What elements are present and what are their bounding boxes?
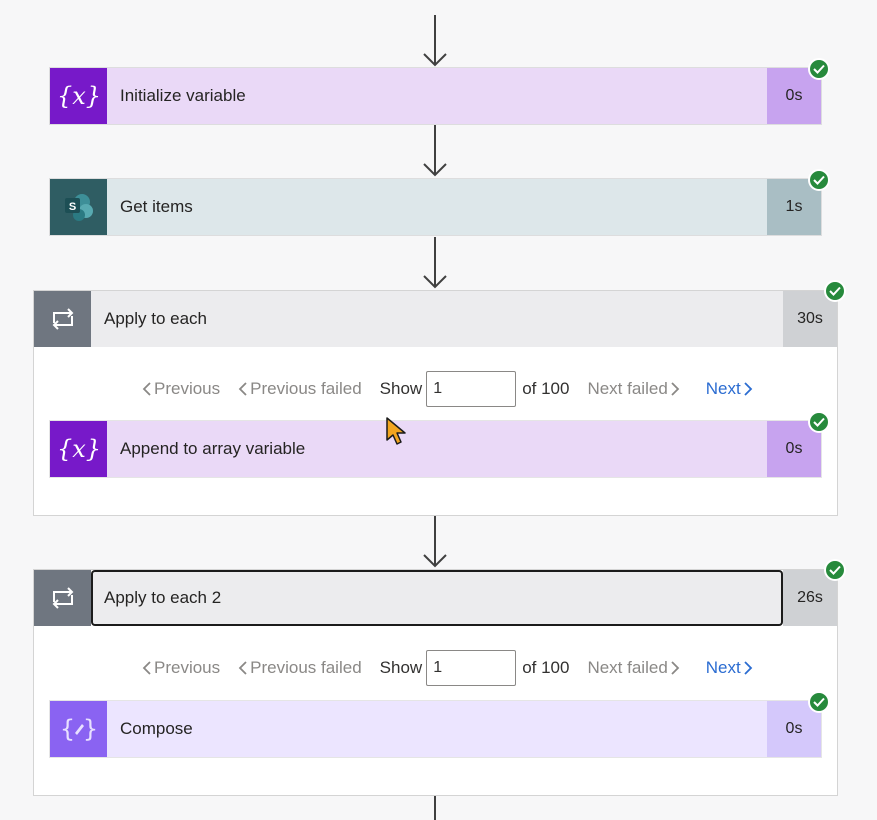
- success-check-icon: [808, 691, 830, 713]
- loop-duration: 26s: [783, 570, 837, 626]
- iteration-input[interactable]: [426, 650, 517, 686]
- loop-header[interactable]: Apply to each 30s: [34, 291, 837, 347]
- variable-icon: {𝑥}: [50, 421, 107, 477]
- chevron-right-icon: [744, 661, 753, 675]
- chevron-left-icon: [238, 382, 247, 396]
- success-check-icon: [808, 411, 830, 433]
- chevron-left-icon: [142, 661, 151, 675]
- action-get-items[interactable]: S Get items 1s: [49, 178, 822, 236]
- action-title: Get items: [107, 179, 767, 235]
- loop-icon: [34, 291, 91, 347]
- next-failed-button[interactable]: Next failed: [587, 658, 681, 678]
- iteration-count: of 100: [522, 658, 570, 677]
- connector-arrow: [423, 125, 447, 177]
- loop-header[interactable]: Apply to each 2 26s: [34, 570, 837, 626]
- action-append-to-array-variable[interactable]: {𝑥} Append to array variable 0s: [49, 420, 822, 478]
- next-button[interactable]: Next: [706, 658, 755, 678]
- action-compose[interactable]: { } Compose 0s: [49, 700, 822, 758]
- svg-text:{𝑥}: {𝑥}: [57, 82, 101, 110]
- success-check-icon: [808, 169, 830, 191]
- show-label: Show: [379, 658, 423, 677]
- loop-apply-to-each-2: Apply to each 2 26s Previous Previous fa…: [33, 569, 838, 796]
- connector-arrow: [423, 15, 447, 67]
- sharepoint-icon: S: [50, 179, 107, 235]
- loop-title: Apply to each: [91, 291, 783, 347]
- iteration-pager: Previous Previous failed Show of 100 Nex…: [140, 650, 755, 686]
- chevron-right-icon: [671, 382, 680, 396]
- chevron-right-icon: [671, 661, 680, 675]
- previous-button[interactable]: Previous: [140, 379, 220, 399]
- loop-apply-to-each: Apply to each 30s Previous Previous fail…: [33, 290, 838, 516]
- show-label: Show: [379, 379, 423, 398]
- svg-text:S: S: [68, 201, 75, 213]
- loop-duration: 30s: [783, 291, 837, 347]
- connector-arrow: [423, 516, 447, 568]
- previous-button[interactable]: Previous: [140, 658, 220, 678]
- action-title: Initialize variable: [107, 68, 767, 124]
- action-title: Append to array variable: [107, 421, 767, 477]
- chevron-right-icon: [744, 382, 753, 396]
- next-button[interactable]: Next: [706, 379, 755, 399]
- iteration-input[interactable]: [426, 371, 517, 407]
- compose-icon: { }: [50, 701, 107, 757]
- next-failed-button[interactable]: Next failed: [587, 379, 681, 399]
- previous-failed-button[interactable]: Previous failed: [236, 658, 362, 678]
- chevron-left-icon: [238, 661, 247, 675]
- svg-text:{𝑥}: {𝑥}: [57, 435, 101, 463]
- success-check-icon: [824, 280, 846, 302]
- variable-icon: {𝑥}: [50, 68, 107, 124]
- action-title: Compose: [107, 701, 767, 757]
- previous-failed-button[interactable]: Previous failed: [236, 379, 362, 399]
- success-check-icon: [824, 559, 846, 581]
- mouse-cursor-icon: [386, 417, 406, 445]
- connector-arrow: [423, 237, 447, 289]
- iteration-pager: Previous Previous failed Show of 100 Nex…: [140, 371, 755, 407]
- connector-line: [423, 796, 447, 820]
- success-check-icon: [808, 58, 830, 80]
- iteration-count: of 100: [522, 379, 570, 398]
- loop-icon: [34, 570, 91, 626]
- loop-title: Apply to each 2: [91, 570, 783, 626]
- chevron-left-icon: [142, 382, 151, 396]
- action-initialize-variable[interactable]: {𝑥} Initialize variable 0s: [49, 67, 822, 125]
